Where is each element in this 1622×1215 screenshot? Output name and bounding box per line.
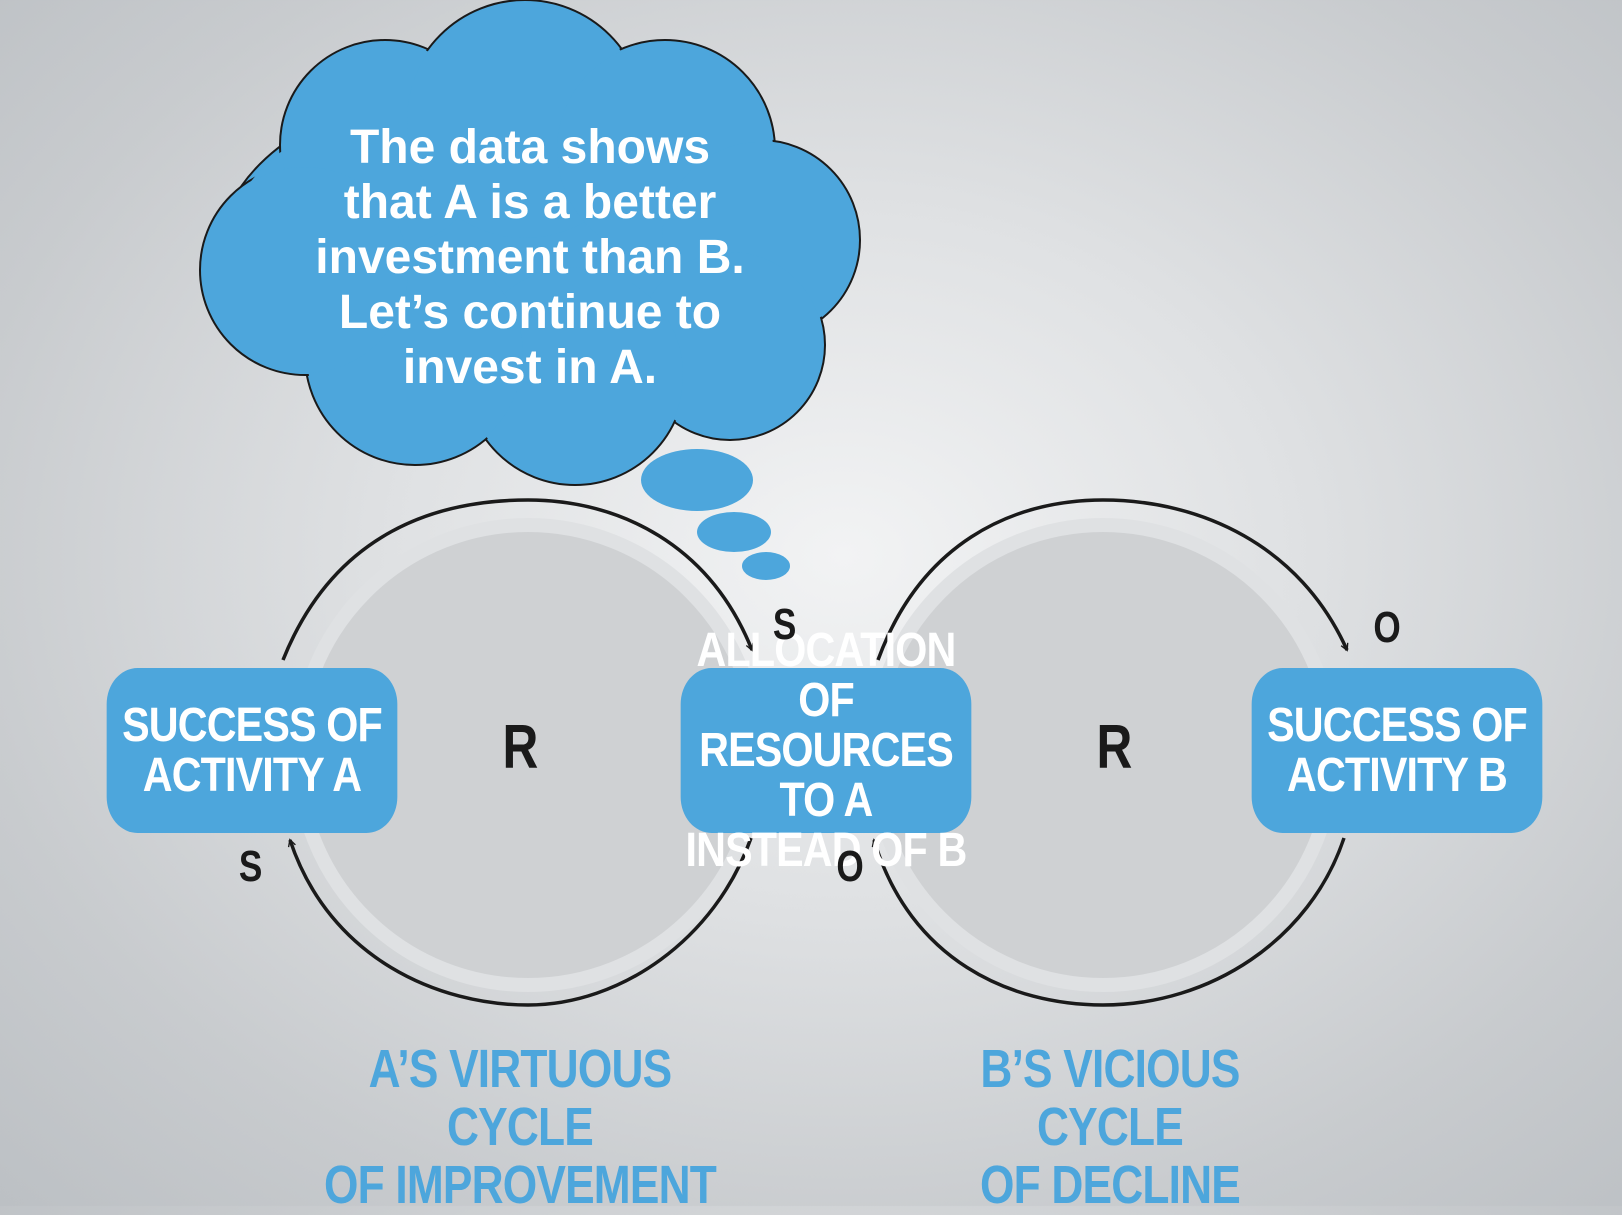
left-loop-type: R — [502, 713, 539, 782]
polarity-right-top: O — [1373, 603, 1401, 652]
polarity-left-top: S — [772, 600, 797, 649]
arrow-a-to-allocation — [281, 498, 752, 661]
thought-dot-medium — [697, 512, 771, 552]
thought-dot-large — [641, 449, 753, 511]
right-loop-caption: B’S VICIOUS CYCLE OF DECLINE — [980, 1039, 1241, 1215]
node-success-a-label: SUCCESS OF ACTIVITY A — [122, 698, 383, 802]
node-allocation: ALLOCATION OF RESOURCES TO A INSTEAD OF … — [680, 625, 972, 875]
right-loop-type: R — [1096, 713, 1133, 782]
arrow-allocation-to-a — [290, 837, 753, 1007]
left-loop-caption: A’S VIRTUOUS CYCLE OF IMPROVEMENT — [324, 1039, 717, 1215]
thought-dot-small — [742, 552, 790, 580]
thought-text: The data shows that A is a better invest… — [315, 121, 745, 394]
arrow-b-to-allocation — [874, 837, 1346, 1007]
node-success-b: SUCCESS OF ACTIVITY B — [1251, 668, 1543, 833]
thought-cloud-fill — [202, 2, 858, 483]
node-allocation-label: ALLOCATION OF RESOURCES TO A INSTEAD OF … — [685, 623, 968, 877]
arrow-allocation-to-b — [876, 498, 1349, 661]
polarity-left-bottom: S — [238, 842, 263, 891]
polarity-right-bottom: O — [836, 842, 864, 891]
node-success-a: SUCCESS OF ACTIVITY A — [106, 668, 398, 833]
node-success-b-label: SUCCESS OF ACTIVITY B — [1267, 698, 1528, 802]
